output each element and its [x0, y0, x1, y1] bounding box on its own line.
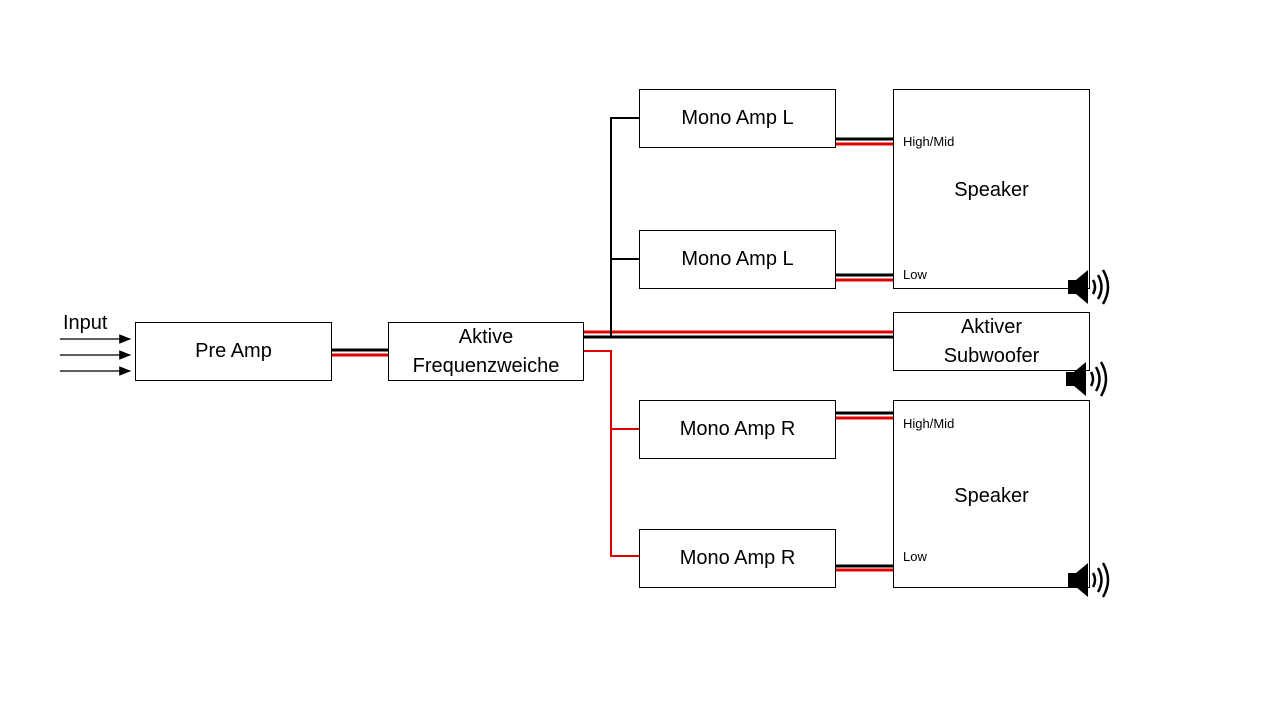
- speaker-right-low-label: Low: [903, 549, 927, 564]
- subwoofer-label-line2: Subwoofer: [943, 344, 1040, 367]
- mono-amp-right-high: Mono Amp R: [639, 400, 836, 459]
- speaker-volume-icon: [1066, 361, 1108, 397]
- mono-amp-left-high: Mono Amp L: [639, 89, 836, 148]
- speaker-right-box: High/Mid Speaker Low: [893, 400, 1090, 588]
- speaker-right-title: Speaker: [954, 485, 1029, 507]
- mono-amp-left-high-label: Mono Amp L: [681, 107, 794, 129]
- speaker-volume-icon: [1068, 269, 1110, 305]
- mono-amp-left-low-label: Mono Amp L: [681, 248, 794, 270]
- speaker-right-high-label: High/Mid: [903, 416, 955, 431]
- mono-amp-left-low: Mono Amp L: [639, 230, 836, 289]
- pre-amp-box: Pre Amp: [135, 322, 332, 381]
- speaker-left-high-label: High/Mid: [903, 134, 955, 149]
- mono-amp-right-low-label: Mono Amp R: [679, 547, 796, 569]
- subwoofer-label-line1: Aktiver: [960, 315, 1023, 338]
- speaker-left-box: High/Mid Speaker Low: [893, 89, 1090, 289]
- mono-amp-right-low: Mono Amp R: [639, 529, 836, 588]
- speaker-left-low-label: Low: [903, 267, 927, 282]
- crossover-box: Aktive Frequenzweiche: [388, 322, 584, 381]
- mono-amp-right-high-label: Mono Amp R: [679, 418, 796, 440]
- speaker-left-title: Speaker: [954, 179, 1029, 201]
- crossover-label-line2: Frequenzweiche: [412, 354, 560, 377]
- subwoofer-box: Aktiver Subwoofer: [893, 312, 1090, 371]
- wire-left-bus: [583, 117, 640, 338]
- input-label: Input: [63, 312, 108, 334]
- speaker-volume-icon: [1068, 562, 1110, 598]
- pre-amp-label: Pre Amp: [195, 340, 272, 362]
- crossover-label-line1: Aktive: [458, 325, 514, 348]
- wire-right-bus: [583, 350, 640, 557]
